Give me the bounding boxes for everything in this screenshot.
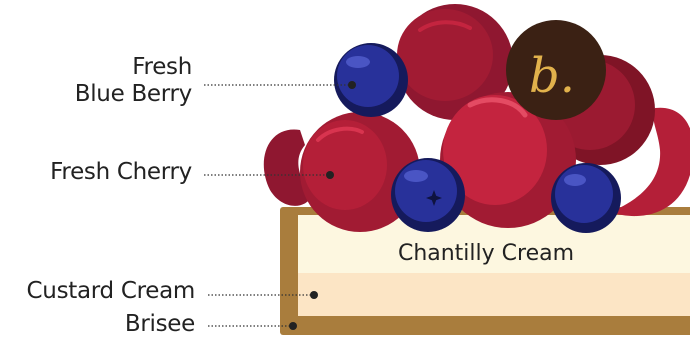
custard-leader-dot	[310, 291, 318, 299]
cherry-leader-dot	[326, 171, 334, 179]
cherry-cluster	[264, 4, 690, 232]
blueberry	[555, 165, 613, 223]
cherry	[303, 120, 387, 210]
chantilly-cream-label: Chantilly Cream	[398, 241, 574, 266]
custard-cream-layer	[298, 272, 690, 316]
chocolate-logo-disc: b.	[506, 20, 606, 120]
brisee-leader-dot	[289, 322, 297, 330]
blueberry	[395, 160, 457, 222]
blueberry-highlight	[346, 56, 370, 68]
blueberry-highlight	[564, 174, 586, 186]
blueberry-highlight	[404, 170, 428, 182]
blueberry	[337, 45, 399, 107]
blueberry-leader-dot	[348, 81, 356, 89]
logo-text: b.	[529, 48, 575, 104]
